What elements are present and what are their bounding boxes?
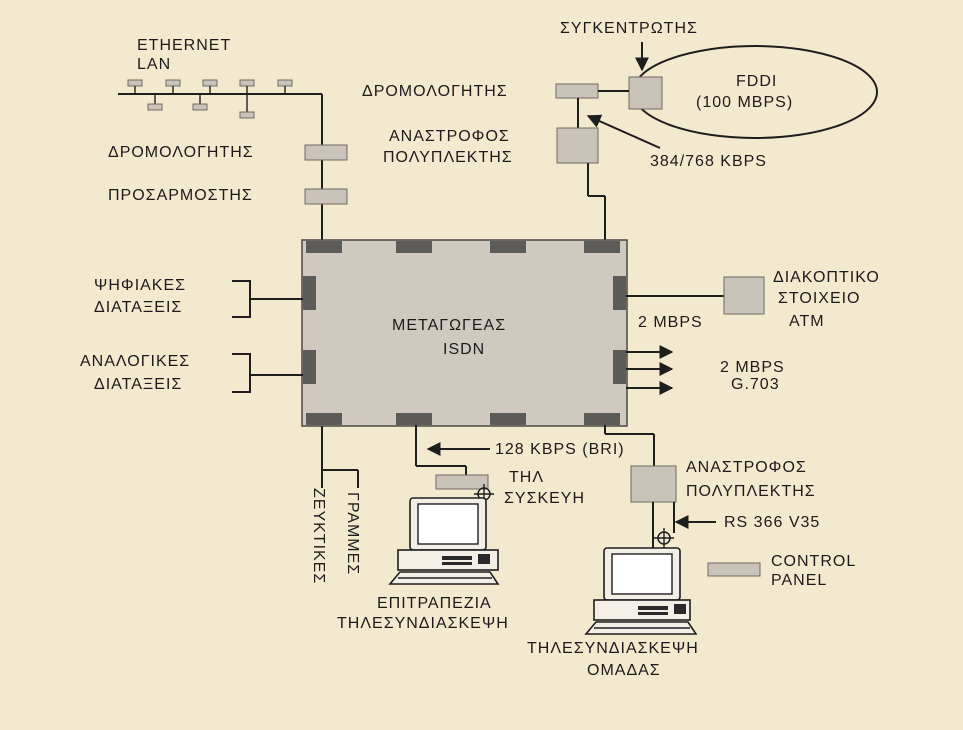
atm-label-2: ΣΤΟΙΧΕΙΟ (778, 290, 861, 307)
isdn-switch-body (301, 239, 628, 427)
digital-devices: ΨΗΦΙΑΚΕΣ ΔΙΑΤΑΞΕΙΣ (94, 277, 303, 318)
fddi-ring (632, 45, 878, 139)
fddi-label: FDDI (736, 73, 777, 90)
connector-icon (654, 528, 674, 548)
tie-lines: ΖΕΥΚΤΙΚΕΣ ΓΡΑΜΜΕΣ (310, 426, 361, 584)
inverse-multiplexer-bottom (630, 465, 677, 503)
router-left-label: ΔΡΟΜΟΛΟΓΗΤΗΣ (108, 144, 254, 161)
g703-outputs: 2 MBPS G.703 (626, 345, 785, 395)
tie-lines-label-2: ΓΡΑΜΜΕΣ (344, 492, 361, 575)
rate-384-label: 384/768 KBPS (650, 153, 767, 170)
group-label-2: ΟΜΑΔΑΣ (587, 662, 661, 679)
atm-label-3: ATM (789, 313, 825, 330)
inv-mux-bottom-label-2: ΠΟΛΥΠΛΕΚΤΗΣ (686, 483, 816, 500)
rate-2mbps-g703-label-1: 2 MBPS (720, 359, 785, 376)
phone-label-1: ΤΗΛ (509, 469, 544, 486)
analog-label-2: ΔΙΑΤΑΞΕΙΣ (94, 376, 182, 393)
inverse-multiplexer-top (556, 127, 599, 164)
router-left (304, 144, 348, 161)
lan-stations (127, 79, 293, 119)
atm-switch (723, 276, 765, 315)
adapter (304, 188, 348, 205)
rate-2mbps-g703-label-2: G.703 (731, 376, 780, 393)
analog-label-1: ΑΝΑΛΟΓΙΚΕΣ (80, 353, 190, 370)
rate-2mbps-atm-label: 2 MBPS (638, 314, 703, 331)
lan-label: LAN (137, 56, 171, 73)
group-label-1: ΤΗΛΕΣΥΝΔΙΑΣΚΕΨΗ (527, 640, 699, 657)
router-top-label: ΔΡΟΜΟΛΟΓΗΤΗΣ (362, 83, 508, 100)
router-top (555, 83, 599, 99)
tie-lines-label-1: ΖΕΥΚΤΙΚΕΣ (310, 488, 327, 584)
analog-devices: ΑΝΑΛΟΓΙΚΕΣ ΔΙΑΤΑΞΕΙΣ (80, 353, 303, 393)
ethernet-label: ETHERNET (137, 37, 231, 54)
rate-bri-label: 128 KBPS (BRI) (495, 441, 625, 458)
atm-label-1: ΔΙΑΚΟΠΤΙΚΟ (773, 269, 880, 286)
phone-device (435, 474, 489, 490)
control-label-2: PANEL (771, 572, 827, 589)
phone-label-2: ΣΥΣΚΕΥΗ (504, 490, 585, 507)
switch-label-1: ΜΕΤΑΓΩΓΕΑΣ (392, 317, 506, 334)
concentrator-label: ΣΥΓΚΕΝΤΡΩΤΗΣ (560, 20, 698, 37)
switch-label-2: ISDN (443, 341, 485, 358)
computer-icon (584, 547, 698, 635)
fddi-rate-label: (100 MBPS) (696, 94, 793, 111)
isdn-switch: ΜΕΤΑΓΩΓΕΑΣ ISDN (301, 239, 628, 427)
rs366-label: RS 366 V35 (724, 514, 820, 531)
rate-384-arrow (586, 114, 661, 149)
computer-icon (388, 497, 500, 585)
inv-mux-top-label-1: ΑΝΑΣΤΡΟΦΟΣ (389, 128, 510, 145)
digital-label-2: ΔΙΑΤΑΞΕΙΣ (94, 299, 182, 316)
ethernet-lan: ETHERNET LAN (118, 37, 322, 119)
control-label-1: CONTROL (771, 553, 856, 570)
control-panel-key (707, 562, 761, 577)
desktop-label-1: ΕΠΙΤΡΑΠΕΖΙΑ (377, 595, 492, 612)
inv-mux-top-label-2: ΠΟΛΥΠΛΕΚΤΗΣ (383, 149, 513, 166)
adapter-label: ΠΡΟΣΑΡΜΟΣΤΗΣ (108, 187, 253, 204)
digital-label-1: ΨΗΦΙΑΚΕΣ (94, 277, 186, 294)
desktop-label-2: ΤΗΛΕΣΥΝΔΙΑΣΚΕΨΗ (337, 615, 509, 632)
concentrator (628, 76, 663, 110)
inv-mux-bottom-label-1: ΑΝΑΣΤΡΟΦΟΣ (686, 459, 807, 476)
